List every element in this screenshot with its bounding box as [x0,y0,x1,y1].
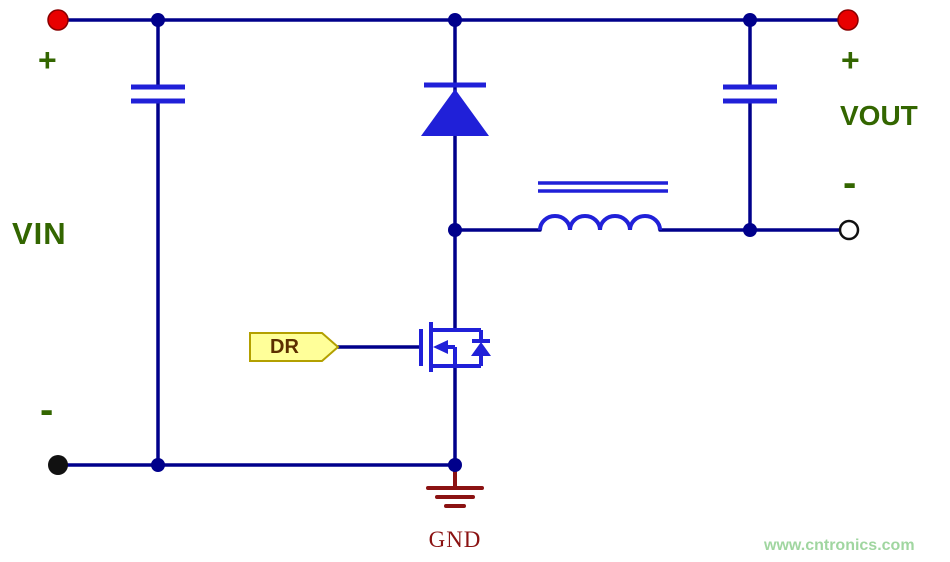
junction-dot-bottom-mid [448,458,462,472]
vout-label: VOUT [840,100,918,131]
watermark: www.cntronics.com [764,537,915,554]
inductor-core-lines [538,181,668,193]
mosfet-body-diode-triangle [471,342,491,356]
mosfet [419,322,491,372]
dr-signal-tag [249,332,340,362]
input-capacitor [131,84,185,104]
vout-minus-label: - [843,161,857,205]
vin-label: VIN [12,216,67,251]
vin-plus-label: + [38,42,57,78]
junction-dot-top-left [151,13,165,27]
vin-minus-label: - [40,388,54,432]
output-capacitor [723,84,777,104]
junction-dot-switch-node [448,223,462,237]
junction-dot-bottom-left [151,458,165,472]
diode-triangle [421,89,489,136]
inductor [538,181,668,231]
junction-dot-output-node [743,223,757,237]
gnd-label: GND [428,527,482,552]
mosfet-body-arrow [433,340,448,354]
junction-dot-top-right [743,13,757,27]
vout-negative-terminal [838,219,860,241]
diode [421,82,489,136]
ground-symbol [426,466,484,508]
inductor-coil [538,214,662,231]
junction-dot-top-mid [448,13,462,27]
vout-positive-terminal [837,9,859,31]
vin-positive-terminal [47,9,69,31]
vout-plus-label: + [841,42,860,78]
dr-tag-label: DR [270,336,299,358]
vin-negative-terminal [48,455,68,475]
